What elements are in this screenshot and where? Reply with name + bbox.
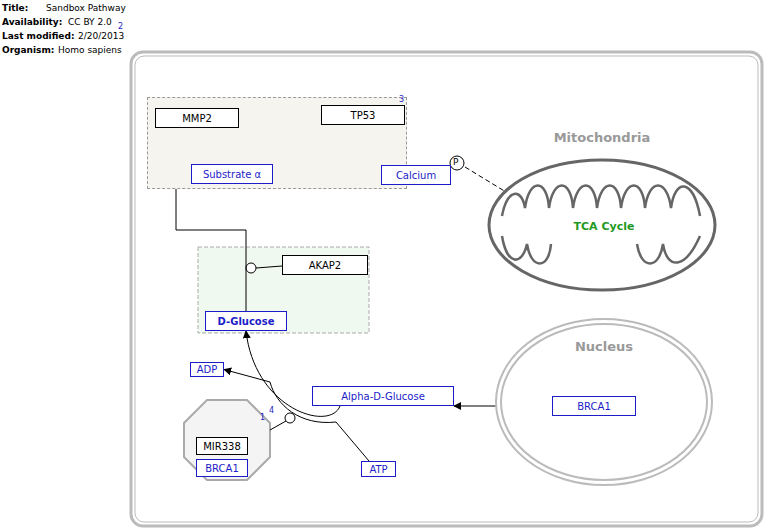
interaction-arrow	[176, 174, 246, 311]
compartment-label: Mitochondria	[487, 130, 717, 145]
datanode-box: BRCA1	[196, 459, 248, 477]
header-label: 1	[260, 413, 265, 422]
inhibit-line	[256, 266, 282, 268]
cell-outline	[131, 52, 762, 526]
node-label: D-Glucose	[218, 316, 275, 327]
inhibit-anchor	[246, 263, 256, 273]
pathway-label: TCA Cycle	[565, 217, 643, 235]
datanode-box: Calcium	[381, 165, 451, 185]
datanode-box: D-Glucose	[205, 311, 287, 331]
node-label: Calcium	[396, 170, 436, 181]
callout-number: 3	[399, 95, 404, 104]
header-label: 2/20/2013	[78, 31, 124, 41]
inhibit-anchor	[285, 413, 295, 423]
header-label: P	[453, 157, 458, 167]
nucleus: NucleusBRCA1	[494, 317, 714, 487]
datanode-box: Substrate α	[191, 164, 273, 184]
node-label: MMP2	[182, 113, 212, 124]
node-label: ATP	[369, 464, 387, 475]
complex-octagon	[184, 400, 270, 480]
header-label: Homo sapiens	[58, 45, 122, 55]
node-label: Substrate α	[203, 169, 261, 180]
header-label: Availability:	[2, 17, 62, 27]
node-label: Alpha-D-Glucose	[341, 391, 425, 402]
datanode-box: ATP	[361, 461, 396, 477]
header-label: CC BY 2.0	[68, 17, 112, 27]
node-label: MIR338	[203, 441, 241, 452]
header-label: Organism:	[2, 45, 54, 55]
header-label: 4	[269, 406, 274, 415]
group-box: 3MMP2TP53Substrate αCalcium	[147, 97, 407, 189]
node-label: ADP	[197, 364, 218, 375]
node-label: BRCA1	[577, 401, 611, 412]
datanode-box: TP53	[321, 105, 405, 125]
node-label: TCA Cycle	[574, 220, 635, 233]
header-label: Last modified:	[2, 31, 75, 41]
datanode-box: AKAP2	[282, 255, 368, 275]
inhibit-line	[270, 421, 286, 430]
title-text: Sandbox Pathway	[46, 3, 126, 13]
group-box	[198, 247, 369, 333]
datanode-box: ADP	[190, 362, 224, 377]
mitochondria: MitochondriaTCA Cycle	[487, 158, 717, 292]
datanode-box: MIR338	[196, 437, 248, 455]
compartment-label: Nucleus	[494, 339, 714, 354]
datanode-box: BRCA1	[552, 396, 636, 416]
state-circle	[450, 156, 464, 170]
cell-outline-inner	[135, 56, 758, 522]
datanode-box: MMP2	[155, 108, 239, 128]
header-label: Title:	[2, 3, 28, 13]
header-label: 2	[118, 22, 123, 31]
node-label: AKAP2	[309, 260, 341, 271]
node-label: TP53	[351, 110, 376, 121]
node-label: BRCA1	[205, 463, 239, 474]
datanode-box: Alpha-D-Glucose	[312, 386, 454, 406]
